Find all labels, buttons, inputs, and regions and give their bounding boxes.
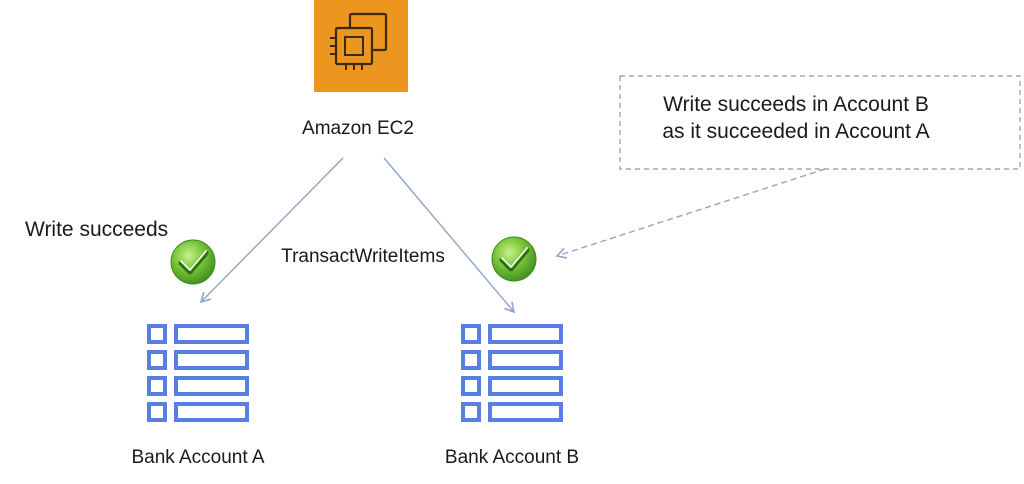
account-b-label: Bank Account B xyxy=(445,447,579,468)
account-a-label: Bank Account A xyxy=(131,447,264,468)
callout-line-1: Write succeeds in Account B xyxy=(663,93,929,116)
table-icon-account-a xyxy=(147,324,249,422)
account-a-status-label: Write succeeds xyxy=(25,218,168,241)
ec2-chip-icon xyxy=(314,0,408,92)
table-icon-account-b xyxy=(461,324,563,422)
ec2-label: Amazon EC2 xyxy=(302,118,414,139)
callout-box xyxy=(619,75,1021,170)
operation-label: TransactWriteItems xyxy=(281,246,445,267)
callout-arrow xyxy=(555,168,826,259)
callout-line-2: as it succeeded in Account A xyxy=(662,120,929,143)
check-icon-account-b xyxy=(491,236,537,282)
arrow-to-account-b xyxy=(383,157,516,314)
arrow-to-account-a xyxy=(199,157,344,304)
check-icon-account-a xyxy=(170,239,216,285)
